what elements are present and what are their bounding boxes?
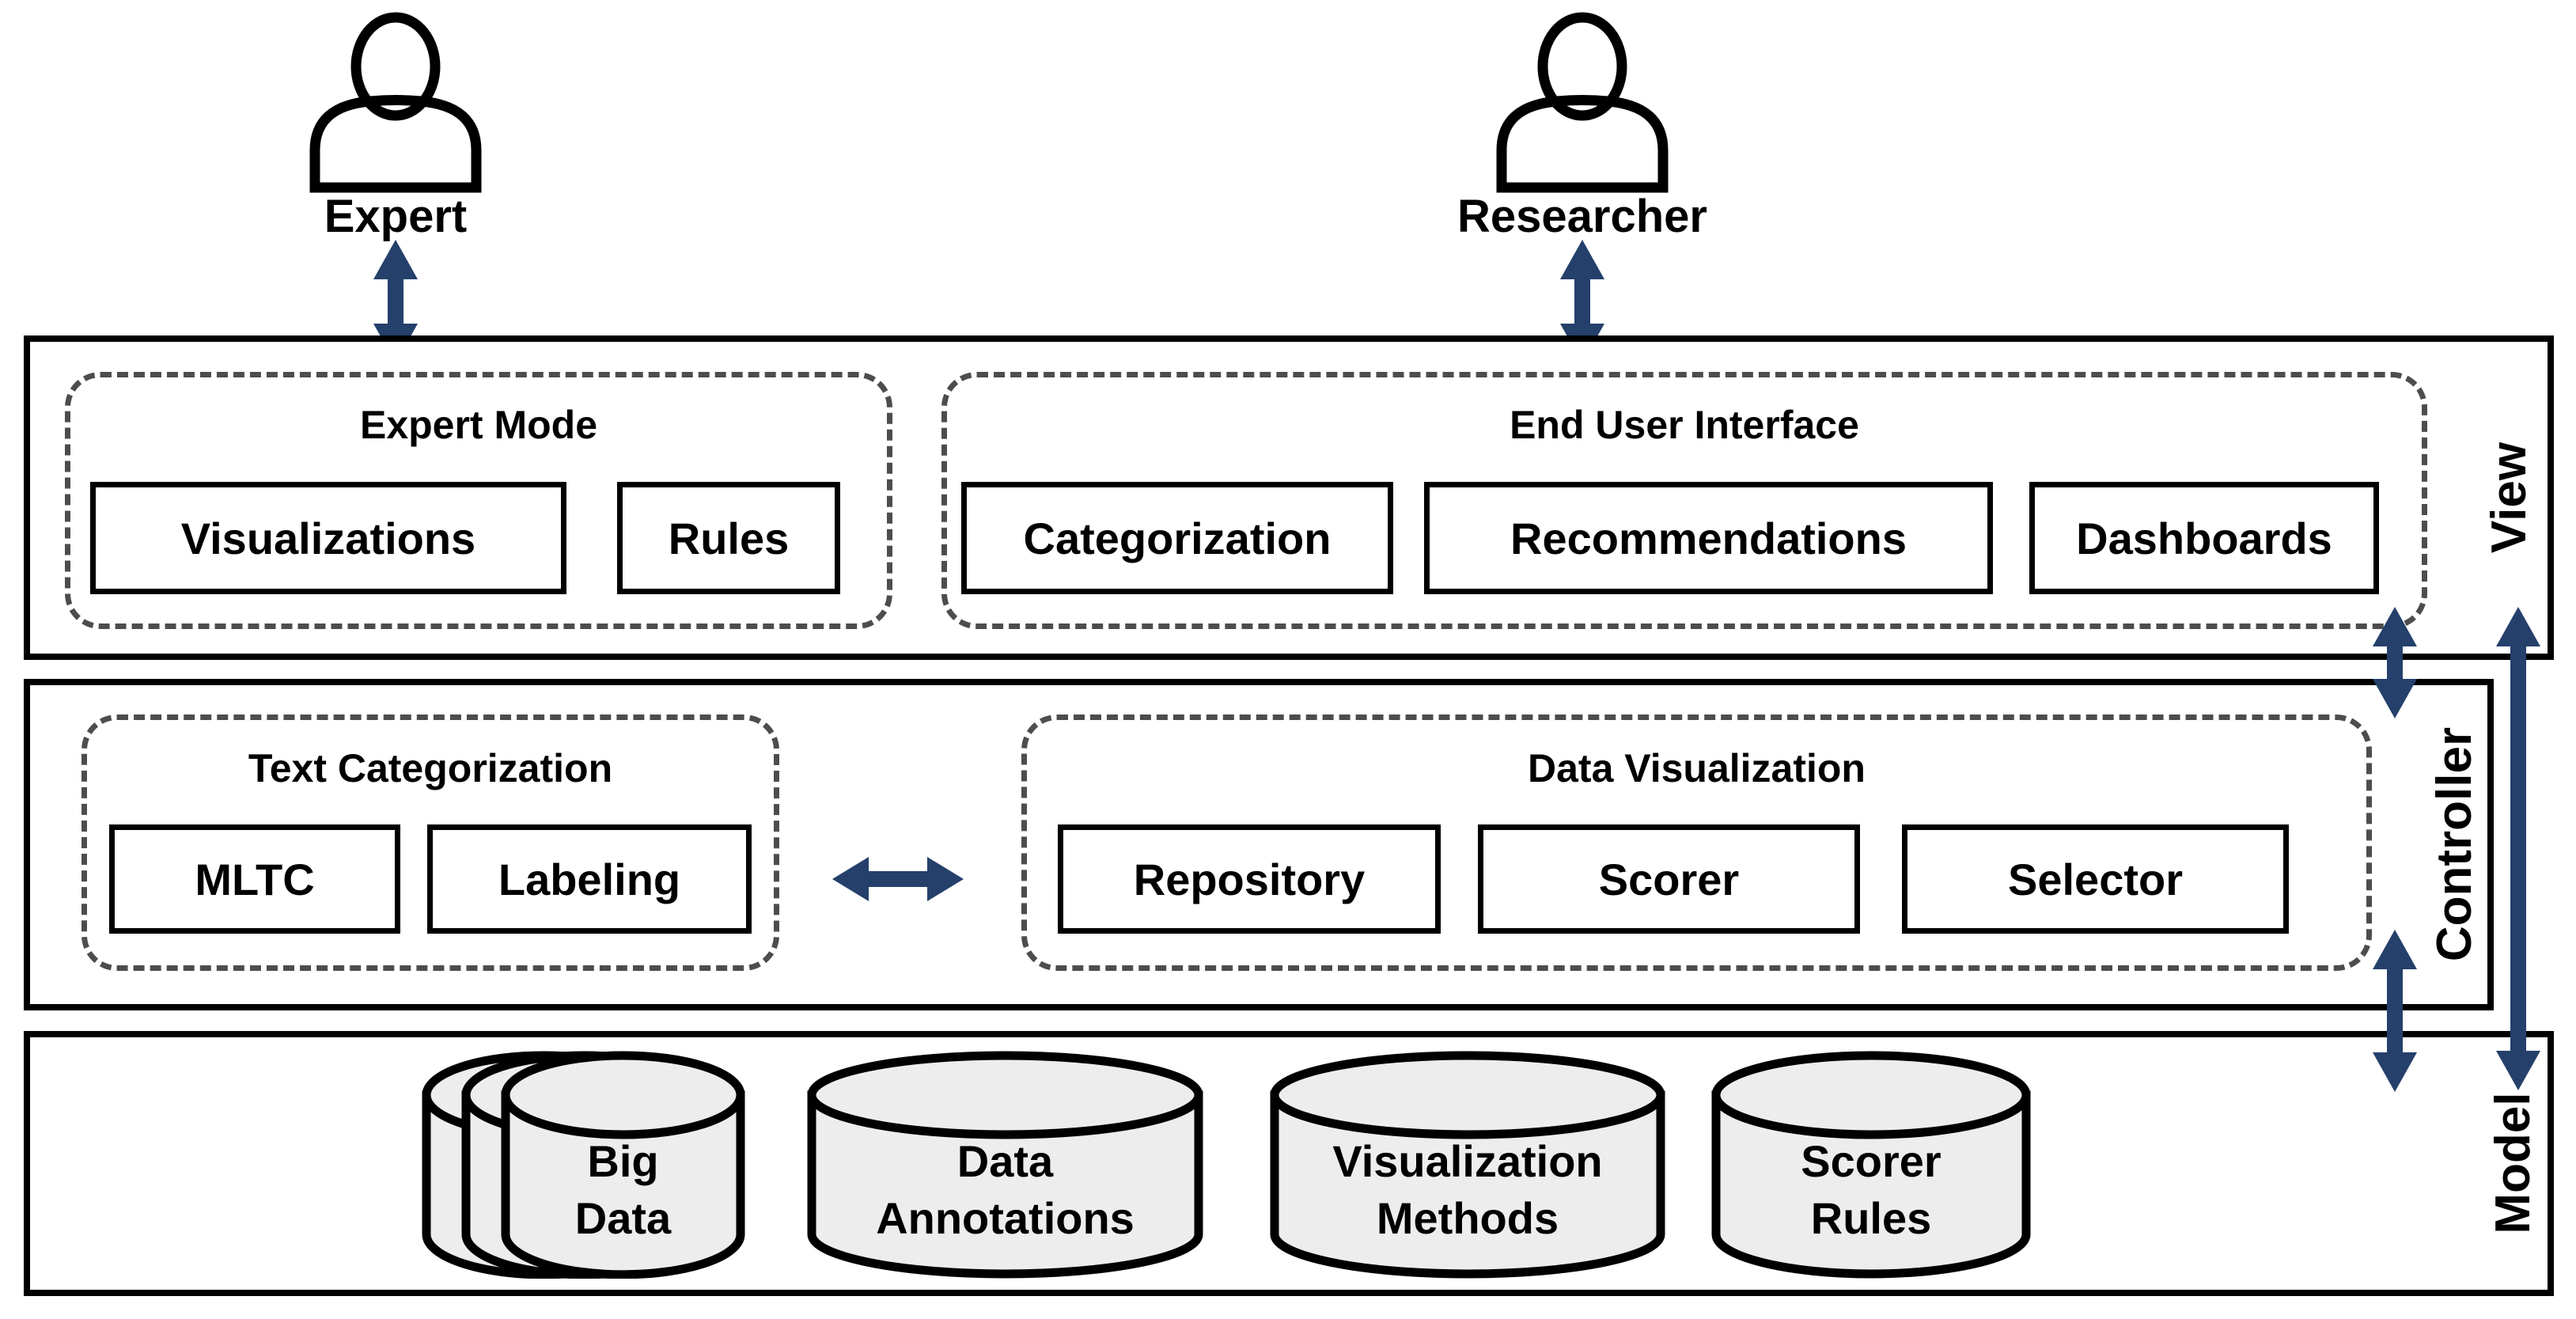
text-categorization-group xyxy=(81,714,779,971)
scorer-rules-line1: Scorer xyxy=(1801,1136,1941,1186)
node-mltc: MLTC xyxy=(109,824,400,934)
big-data-line1: Big xyxy=(587,1136,659,1186)
node-categorization: Categorization xyxy=(961,482,1393,594)
view-model-arrow-icon xyxy=(2496,607,2540,1090)
big-data-label: Big Data xyxy=(501,1133,745,1247)
expert-mode-group xyxy=(65,372,892,629)
text-categorization-title: Text Categorization xyxy=(248,746,613,790)
node-visualizations: Visualizations xyxy=(90,482,566,594)
scorer-rules-label: Scorer Rules xyxy=(1711,1133,2031,1247)
big-data-cylinder-icon xyxy=(422,1051,745,1279)
end-user-interface-group xyxy=(941,372,2427,629)
view-controller-arrow-icon xyxy=(2373,607,2417,718)
visualization-methods-line2: Methods xyxy=(1376,1193,1559,1243)
scorer-rules-cylinder-icon xyxy=(1711,1051,2031,1279)
expert-label: Expert xyxy=(324,191,468,242)
data-annotations-cylinder-icon xyxy=(807,1051,1203,1279)
expert-view-arrow-icon xyxy=(373,240,418,363)
node-recommendations: Recommendations xyxy=(1424,482,1993,594)
node-rules: Rules xyxy=(617,482,840,594)
controller-model-arrow-icon xyxy=(2373,930,2417,1092)
expert-actor xyxy=(309,11,483,193)
controller-layer-label: Controller xyxy=(2427,726,2482,962)
scorer-rules-line2: Rules xyxy=(1810,1193,1932,1243)
end-user-interface-title: End User Interface xyxy=(1510,403,1859,447)
researcher-label: Researcher xyxy=(1457,191,1707,242)
researcher-view-arrow-icon xyxy=(1560,240,1604,363)
node-dashboards: Dashboards xyxy=(2029,482,2379,594)
person-icon xyxy=(309,12,482,193)
researcher-actor xyxy=(1495,11,1669,193)
node-scorer: Scorer xyxy=(1478,824,1860,934)
data-annotations-label: Data Annotations xyxy=(807,1133,1203,1247)
node-labeling: Labeling xyxy=(427,824,752,934)
visualization-methods-line1: Visualization xyxy=(1332,1136,1603,1186)
big-data-line2: Data xyxy=(574,1193,672,1243)
node-repository: Repository xyxy=(1058,824,1441,934)
data-visualization-title: Data Visualization xyxy=(1528,746,1866,790)
expert-mode-title: Expert Mode xyxy=(359,403,598,447)
data-annotations-line2: Annotations xyxy=(876,1193,1135,1243)
node-selector: Selector xyxy=(1902,824,2289,934)
data-visualization-group xyxy=(1021,714,2372,971)
visualization-methods-cylinder-icon xyxy=(1270,1051,1665,1279)
view-layer-label: View xyxy=(2482,442,2536,554)
visualization-methods-label: Visualization Methods xyxy=(1270,1133,1665,1247)
person-icon xyxy=(1496,12,1669,193)
data-annotations-line1: Data xyxy=(957,1136,1054,1186)
tc-dv-arrow-icon xyxy=(832,857,964,901)
